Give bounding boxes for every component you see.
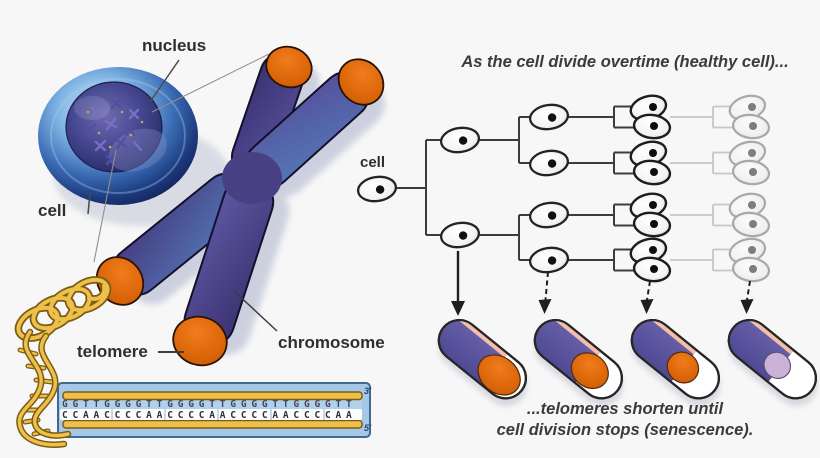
cell-pair-faded	[725, 90, 772, 142]
bottom-strand-tiles	[60, 409, 362, 420]
cell-node	[438, 124, 482, 156]
diagram-title: As the cell divide overtime (healthy cel…	[461, 53, 789, 71]
leader-lines	[87, 53, 278, 353]
cell-pair-faded	[725, 188, 772, 240]
cell-graphic	[38, 67, 198, 205]
down-arrows	[451, 251, 754, 316]
division-tree	[355, 90, 772, 285]
chromosome-label: chromosome	[278, 333, 385, 352]
dna-coil-graphic	[14, 276, 112, 448]
telomere-caps	[95, 45, 385, 367]
dna-top-strand: GGTTGGGGTTGGGGTTGGGGTTGGGGTT	[62, 399, 357, 410]
caption-line-2: cell division stops (senescence).	[496, 421, 754, 439]
cell-pair-faded	[725, 233, 772, 285]
five-prime-label: 5'	[364, 423, 372, 433]
telomere-stage-4	[720, 311, 818, 407]
cell-node	[527, 199, 571, 231]
cell-pair	[626, 233, 673, 285]
cell-node	[438, 219, 482, 251]
nucleus-chromatin	[84, 97, 144, 166]
cell-label-left: cell	[38, 201, 67, 220]
telomere-label: telomere	[77, 342, 148, 361]
telomere-stage-3	[623, 311, 721, 407]
three-prime-label: 3'	[364, 386, 372, 396]
cell-pair	[626, 188, 673, 240]
cell-pair	[626, 136, 673, 188]
telomere-stage-2	[526, 311, 624, 407]
caption-line-1: ...telomeres shorten until	[526, 400, 724, 418]
dna-bottom-strand: CCAACCCCAACCCCAACCCCAACCCCAA	[62, 409, 357, 421]
cell-node	[527, 244, 571, 276]
cell-node-root	[355, 173, 399, 205]
cell-label-right: cell	[360, 154, 386, 171]
cell-pair-faded	[725, 136, 772, 188]
cell-pair	[626, 90, 673, 142]
telomere-stage-1	[430, 311, 528, 407]
cell-node	[527, 147, 571, 179]
cell-node	[527, 101, 571, 133]
nucleus-label: nucleus	[142, 36, 207, 55]
